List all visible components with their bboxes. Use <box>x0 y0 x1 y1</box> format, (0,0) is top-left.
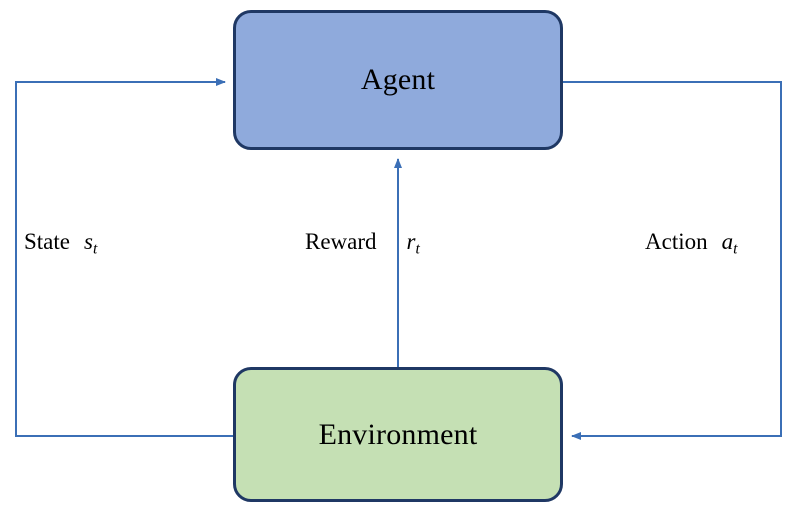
action-text: Action <box>645 229 708 254</box>
action-symbol: at <box>721 229 738 258</box>
reward-text: Reward <box>305 229 377 254</box>
reward-symbol: rt <box>406 229 420 258</box>
reward-edge-label: Reward rt <box>305 230 420 257</box>
environment-label: Environment <box>318 417 478 451</box>
state-text: State <box>24 229 70 254</box>
state-connector <box>15 78 233 437</box>
action-subscript: t <box>733 240 738 258</box>
action-edge-label: Action at <box>645 230 737 257</box>
state-symbol: st <box>84 229 98 258</box>
reward-subscript: t <box>415 240 420 258</box>
agent-label: Agent <box>360 63 436 96</box>
environment-node[interactable]: Environment <box>233 367 563 502</box>
state-subscript: t <box>92 240 98 258</box>
action-connector <box>563 81 782 440</box>
agent-node[interactable]: Agent <box>233 10 563 150</box>
